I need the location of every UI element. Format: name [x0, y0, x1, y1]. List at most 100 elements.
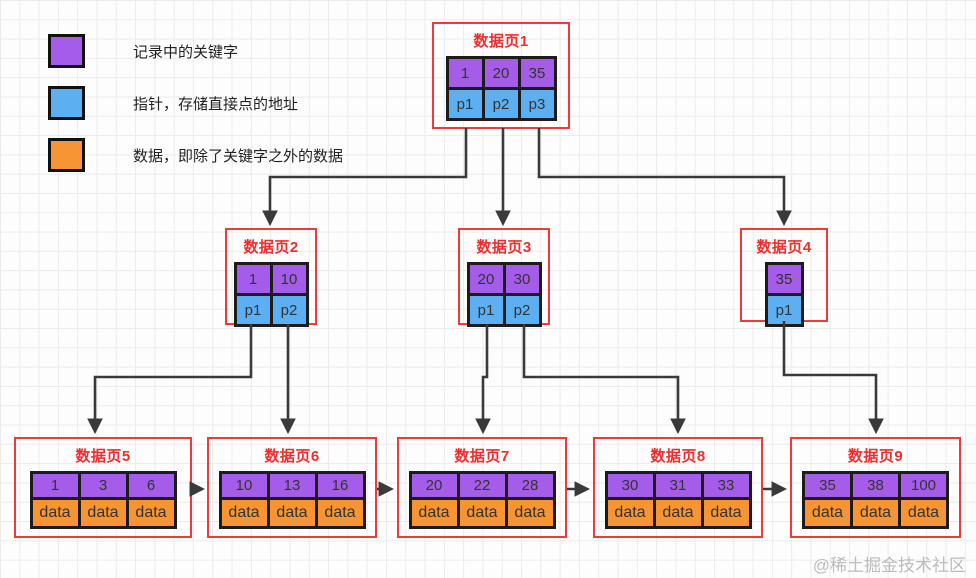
key-cell: 20	[466, 262, 506, 296]
key-cell: 20	[408, 471, 460, 500]
legend-label-key: 记录中的关键字	[133, 43, 239, 61]
key-cell: 35	[802, 471, 853, 500]
key-cell: 6	[125, 471, 177, 500]
key-cell: 3	[77, 471, 129, 500]
key-row: 30 31 33	[604, 471, 752, 500]
key-cell: 28	[504, 471, 556, 500]
key-cell: 35	[764, 262, 804, 296]
key-row: 35 38 100	[802, 471, 949, 500]
pointer-cell: p1	[445, 87, 485, 121]
key-row: 1 20 35	[445, 56, 557, 90]
key-cell: 31	[652, 471, 704, 500]
node-title: 数据页4	[756, 239, 812, 256]
key-cell: 22	[456, 471, 508, 500]
legend-row-key: 记录中的关键字	[48, 33, 238, 69]
pointer-row: p1	[764, 293, 804, 327]
key-row: 20 30	[466, 262, 542, 296]
pointer-cell: p2	[502, 293, 542, 327]
data-cell: data	[77, 497, 129, 529]
key-cell: 30	[502, 262, 542, 296]
connector-page2p1-page5	[87, 324, 253, 435]
data-row: data data data	[218, 497, 366, 529]
data-cell: data	[898, 497, 949, 529]
connector-page1p3-page4	[537, 128, 792, 227]
legend-row-pointer: 指针，存储直接点的地址	[48, 85, 298, 121]
key-cell: 38	[850, 471, 901, 500]
page9-table: 35 38 100 data data data	[802, 471, 949, 529]
node-title: 数据页2	[243, 239, 299, 256]
data-cell: data	[29, 497, 81, 529]
key-cell: 10	[218, 471, 270, 500]
node-title: 数据页6	[264, 448, 320, 465]
page5-table: 1 3 6 data data data	[29, 471, 177, 529]
data-cell: data	[456, 497, 508, 529]
node-title: 数据页3	[476, 239, 532, 256]
key-cell: 10	[269, 262, 309, 296]
node-title: 数据页5	[75, 448, 131, 465]
data-row: data data data	[408, 497, 556, 529]
node-page3: 数据页3 20 30 p1 p2	[458, 228, 550, 327]
data-swatch	[48, 138, 85, 172]
page6-table: 10 13 16 data data data	[218, 471, 366, 529]
pointer-cell: p3	[517, 87, 557, 121]
watermark: @稀土掘金技术社区	[812, 556, 966, 575]
key-cell: 33	[700, 471, 752, 500]
pointer-swatch	[48, 86, 85, 120]
data-cell: data	[266, 497, 318, 529]
key-cell: 1	[29, 471, 81, 500]
key-cell: 100	[898, 471, 949, 500]
key-cell: 1	[233, 262, 273, 296]
data-cell: data	[408, 497, 460, 529]
connector-page3p2-page8	[522, 324, 686, 435]
key-cell: 13	[266, 471, 318, 500]
data-cell: data	[802, 497, 853, 529]
data-cell: data	[125, 497, 177, 529]
pointer-row: p1 p2	[466, 293, 542, 327]
data-row: data data data	[29, 497, 177, 529]
pointer-cell: p2	[269, 293, 309, 327]
legend-row-data: 数据，即除了关键字之外的数据	[48, 137, 343, 173]
node-title: 数据页9	[847, 448, 904, 465]
node-page8: 数据页8 30 31 33 data data data	[593, 437, 763, 538]
node-page4: 数据页4 35 p1	[740, 228, 828, 327]
page4-table: 35 p1	[764, 262, 804, 327]
node-title: 数据页1	[473, 33, 529, 50]
pointer-row: p1 p2	[233, 293, 309, 327]
key-swatch	[48, 34, 85, 68]
key-row: 20 22 28	[408, 471, 556, 500]
data-cell: data	[850, 497, 901, 529]
page1-table: 1 20 35 p1 p2 p3	[445, 56, 557, 121]
data-cell: data	[652, 497, 704, 529]
key-row: 35	[764, 262, 804, 296]
connector-page4p1-page9	[782, 321, 884, 435]
pointer-cell: p1	[764, 293, 804, 327]
data-row: data data data	[802, 497, 949, 529]
key-cell: 1	[445, 56, 485, 90]
key-cell: 30	[604, 471, 656, 500]
node-page6: 数据页6 10 13 16 data data data	[207, 437, 377, 538]
node-page7: 数据页7 20 22 28 data data data	[397, 437, 567, 538]
node-title: 数据页8	[650, 448, 706, 465]
page3-table: 20 30 p1 p2	[466, 262, 542, 327]
connector-page3p1-page7	[475, 324, 491, 435]
pointer-cell: p2	[481, 87, 521, 121]
node-page9: 数据页9 35 38 100 data data data	[790, 437, 961, 538]
key-cell: 35	[517, 56, 557, 90]
page2-table: 1 10 p1 p2	[233, 262, 309, 327]
key-row: 10 13 16	[218, 471, 366, 500]
pointer-row: p1 p2 p3	[445, 87, 557, 121]
node-page5: 数据页5 1 3 6 data data data	[14, 437, 192, 538]
node-page2: 数据页2 1 10 p1 p2	[225, 228, 317, 327]
data-row: data data data	[604, 497, 752, 529]
pointer-cell: p1	[466, 293, 506, 327]
data-cell: data	[218, 497, 270, 529]
key-cell: 20	[481, 56, 521, 90]
data-cell: data	[604, 497, 656, 529]
node-page1: 数据页1 1 20 35 p1 p2 p3	[432, 22, 570, 129]
node-title: 数据页7	[454, 448, 510, 465]
key-row: 1 3 6	[29, 471, 177, 500]
legend-label-data: 数据，即除了关键字之外的数据	[133, 147, 344, 165]
key-cell: 16	[314, 471, 366, 500]
pointer-cell: p1	[233, 293, 273, 327]
